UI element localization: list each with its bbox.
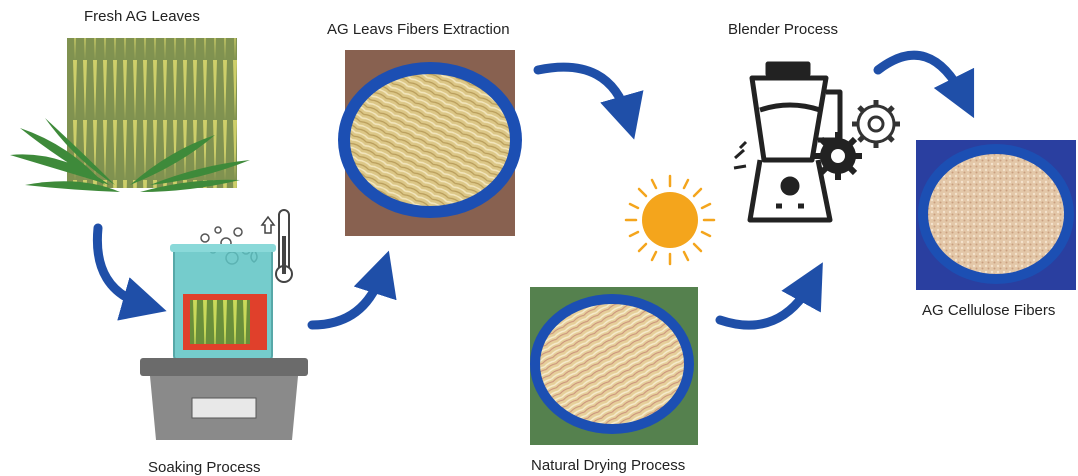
arrow-icon [873,50,975,119]
drying-label: Natural Drying Process [531,457,686,474]
cellulose-label: AG Cellulose Fibers [922,302,1056,319]
arrow-icon [533,62,644,140]
extraction-image [338,50,522,236]
arrow-icon [307,250,397,330]
arrow-icon [92,223,167,321]
soaking-apparatus [140,209,308,440]
extraction-label: AG Leavs Fibers Extraction [327,21,510,38]
fresh-leaves-label: Fresh AG Leaves [84,8,200,25]
blender-label: Blender Process [728,21,839,38]
soaking-label: Soaking Process [148,459,261,476]
arrow-icon [715,262,823,330]
hotplate-icon [140,358,308,440]
thermometer-icon [275,209,293,283]
sun-icon [624,174,716,266]
blender-icon [733,61,843,223]
gear-icon [814,100,900,180]
drying-image [530,287,698,445]
cellulose-image [916,140,1076,290]
fresh-leaves-image [10,38,250,192]
